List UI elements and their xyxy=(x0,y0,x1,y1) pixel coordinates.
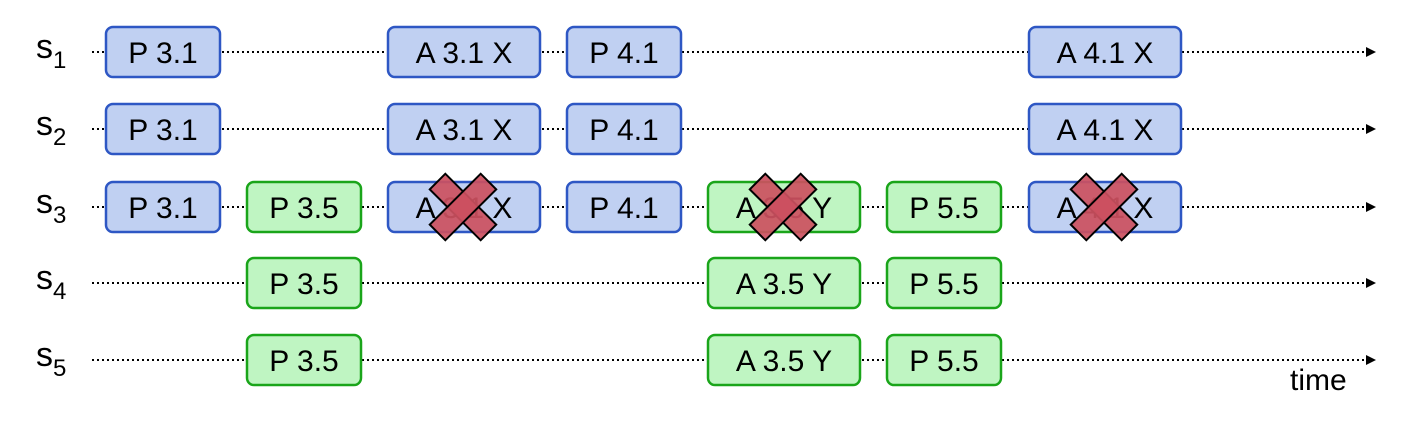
message-label: P 3.1 xyxy=(128,37,198,70)
message-label: A 3.1 X xyxy=(416,114,513,147)
server-label: s4 xyxy=(36,259,66,305)
message-box: P 3.5 xyxy=(245,256,363,310)
message-box: P 4.1 xyxy=(565,102,683,156)
message-label: P 3.5 xyxy=(269,268,339,301)
message-label: P 3.5 xyxy=(269,192,339,225)
message-box: P 4.1 xyxy=(565,180,683,234)
server-row-5: s5 P 3.5 A 3.5 Y P 5.5 xyxy=(36,333,1376,387)
message-label: P 3.5 xyxy=(269,345,339,378)
rejected-cross-icon xyxy=(748,172,818,242)
rejected-cross-icon xyxy=(1069,172,1139,242)
message-box: P 5.5 xyxy=(885,333,1003,387)
message-box: A 3.1 X xyxy=(386,25,542,79)
message-label: P 3.1 xyxy=(128,192,198,225)
server-row-4: s4 P 3.5 A 3.5 Y P 5.5 xyxy=(36,256,1376,310)
message-box: P 5.5 xyxy=(885,180,1003,234)
message-label: A 4.1 X xyxy=(1057,37,1154,70)
message-box: P 4.1 xyxy=(565,25,683,79)
message-label: P 5.5 xyxy=(909,345,979,378)
message-box: A 3.5 Y xyxy=(706,333,862,387)
message-box: P 5.5 xyxy=(885,256,1003,310)
message-label: A 3.5 Y xyxy=(736,345,832,378)
message-box: A 4.1 X xyxy=(1027,102,1183,156)
server-row-3: s3 P 3.1 P 3.5 A 3.1 X P 4.1 A 3.5 Y P 5.5 A 4.… xyxy=(36,172,1376,242)
message-label: P 5.5 xyxy=(909,268,979,301)
message-box: A 3.1 X xyxy=(386,172,542,242)
server-label: s3 xyxy=(36,183,66,229)
message-box: A 4.1 X xyxy=(1027,25,1183,79)
rejected-cross-icon xyxy=(428,172,498,242)
message-label: P 4.1 xyxy=(589,114,659,147)
message-label: P 4.1 xyxy=(589,37,659,70)
message-box: P 3.1 xyxy=(104,180,222,234)
message-box: A 3.1 X xyxy=(386,102,542,156)
message-box: A 4.1 X xyxy=(1027,172,1183,242)
message-label: A 3.1 X xyxy=(416,37,513,70)
message-box: A 3.5 Y xyxy=(706,256,862,310)
message-label: A 3.5 Y xyxy=(736,268,832,301)
message-box: P 3.5 xyxy=(245,333,363,387)
time-axis-label: time xyxy=(1290,364,1347,397)
server-row-1: s1 P 3.1 A 3.1 X P 4.1 A 4.1 X xyxy=(36,25,1376,79)
message-box: A 3.5 Y xyxy=(706,172,862,242)
server-label: s2 xyxy=(36,105,66,151)
message-label: P 5.5 xyxy=(909,192,979,225)
server-label: s1 xyxy=(36,28,66,74)
server-label: s5 xyxy=(36,336,66,382)
message-label: P 3.1 xyxy=(128,114,198,147)
message-box: P 3.1 xyxy=(104,102,222,156)
message-label: P 4.1 xyxy=(589,192,659,225)
message-box: P 3.1 xyxy=(104,25,222,79)
message-box: P 3.5 xyxy=(245,180,363,234)
server-row-2: s2 P 3.1 A 3.1 X P 4.1 A 4.1 X xyxy=(36,102,1376,156)
message-label: A 4.1 X xyxy=(1057,114,1154,147)
